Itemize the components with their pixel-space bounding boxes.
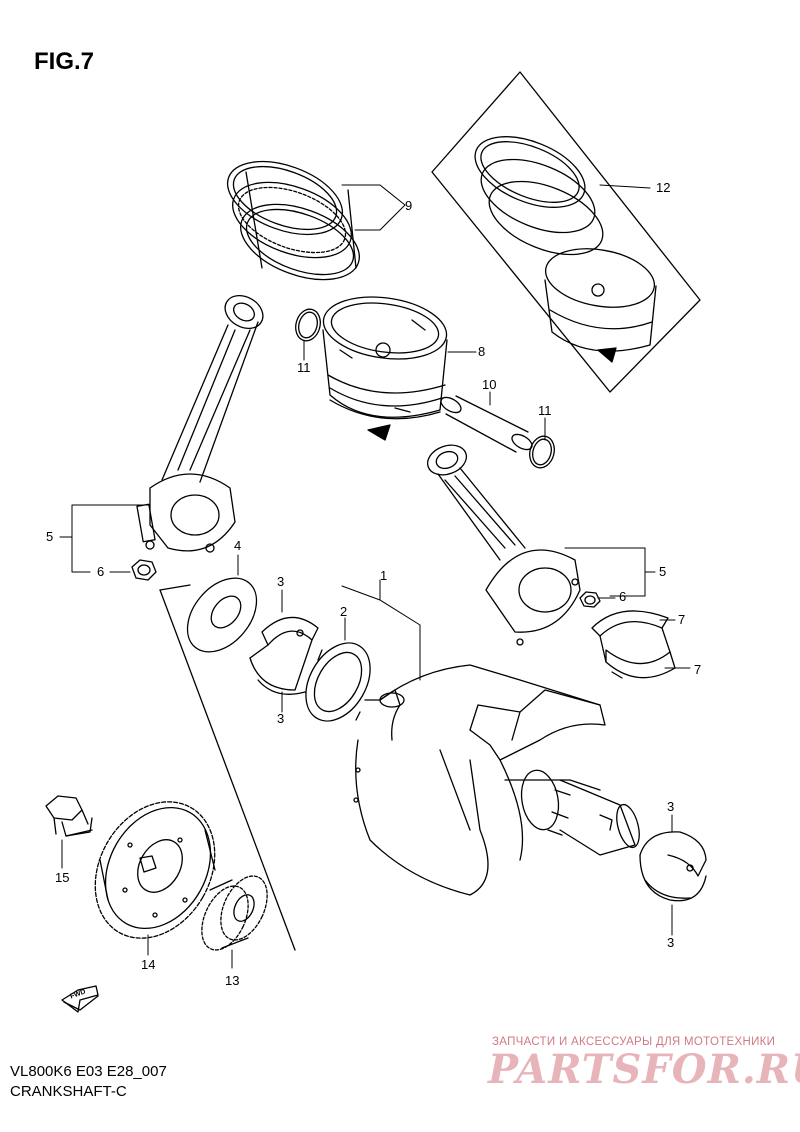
callout-7-upper: 7 [678,612,686,627]
callout-11-left: 11 [297,360,311,375]
primary-gear-small[interactable] [193,869,277,958]
crankshaft[interactable] [353,664,643,896]
main-bearing-right[interactable] [639,831,707,902]
callout-5-right: 5 [659,564,667,579]
circlip-right[interactable] [526,433,557,470]
figure-title: FIG.7 [34,48,95,75]
main-bearing-left[interactable] [249,616,319,695]
piston-rings[interactable] [218,147,370,294]
callout-13: 13 [225,973,240,988]
piston[interactable] [319,290,450,441]
callout-1: 1 [380,568,388,583]
crank-pin-bearing-lower[interactable] [605,649,676,679]
thrust-washer[interactable] [174,565,271,665]
connecting-rod-right[interactable] [423,440,581,646]
piston-ring-set[interactable] [431,71,701,393]
callout-11-right: 11 [538,403,552,418]
bolt[interactable] [45,795,93,837]
watermark-tagline: ЗАПЧАСТИ И АКСЕССУАРЫ ДЛЯ МОТОТЕХНИКИ [492,1036,776,1048]
callout-4: 4 [234,538,242,553]
primary-drive-gear[interactable] [71,780,238,960]
piston-pin[interactable] [438,394,534,453]
callout-8: 8 [478,344,486,359]
connecting-rod-left[interactable] [136,289,269,553]
forward-arrow-icon [61,985,99,1013]
callout-15: 15 [55,870,70,885]
nut-left[interactable] [131,559,157,581]
callout-3-lower-left: 3 [277,711,285,726]
callout-12: 12 [656,180,671,195]
leader-lines [59,184,691,969]
callout-3-upper-right: 3 [667,799,675,814]
callout-2: 2 [340,604,348,619]
callout-7-lower: 7 [694,662,702,677]
callout-10: 10 [482,377,497,392]
gear-group-outline [159,584,296,951]
callout-6-right: 6 [619,589,627,604]
thrust-bearing[interactable] [293,632,383,733]
model-code: VL800K6 E03 E28_007 [10,1063,167,1080]
callout-6-left: 6 [97,564,105,579]
section-name: CRANKSHAFT-C [10,1083,127,1100]
callout-5-left: 5 [46,529,54,544]
callout-9: 9 [405,198,413,213]
circlip-left[interactable] [292,306,323,343]
watermark-brand: PARTSFOR.RU [488,1046,800,1093]
nut-right[interactable] [579,591,601,608]
callout-14: 14 [141,957,156,972]
crank-pin-bearing-upper[interactable] [591,610,671,663]
callout-3-upper-left: 3 [277,574,285,589]
callout-3-lower-right: 3 [667,935,675,950]
